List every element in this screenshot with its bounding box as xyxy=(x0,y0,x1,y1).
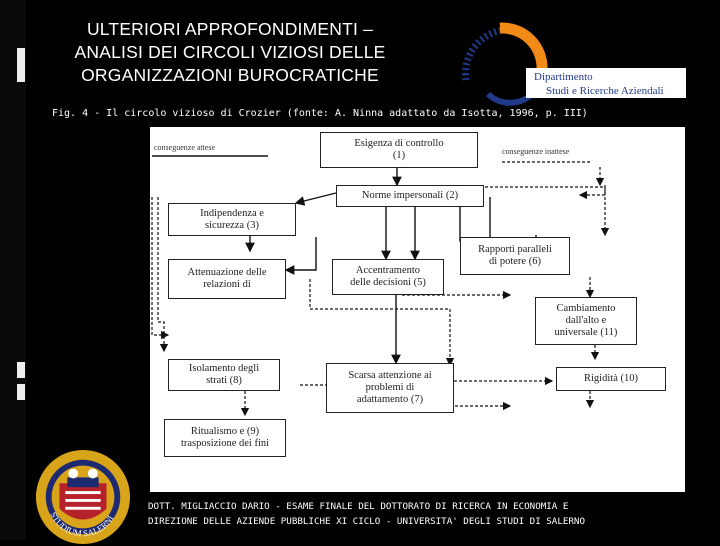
slide-title: ULTERIORI APPROFONDIMENTI – ANALISI DEI … xyxy=(50,18,410,87)
legend-expected: conseguenze attese xyxy=(154,143,216,152)
left-rail xyxy=(0,0,26,540)
box-rigidity: Rigidità (10) xyxy=(556,367,666,391)
box-text: adattamento (7) xyxy=(356,394,424,405)
box-text: problemi di xyxy=(365,382,415,393)
crozier-diagram: conseguenze attese conseguenze inattese … xyxy=(150,127,685,492)
box-text: Scarsa attenzione ai xyxy=(348,370,432,381)
title-line: ORGANIZZAZIONI BUROCRATICHE xyxy=(81,65,379,85)
box-text: Rapporti paralleli xyxy=(478,244,552,255)
box-control-need: Esigenza di controllo(1) xyxy=(320,132,478,168)
logo-line2: Studi e Ricerche Aziendali xyxy=(546,85,664,97)
box-text: trasposizione dei fini xyxy=(180,438,270,449)
rail-marker xyxy=(17,48,25,82)
legend-unexpected: conseguenze inattese xyxy=(502,147,570,156)
department-logo: Dipartimento Studi e Ricerche Aziendali xyxy=(462,22,686,106)
footer-line: DOTT. MIGLIACCIO DARIO - ESAME FINALE DE… xyxy=(148,501,569,512)
box-text: di potere (6) xyxy=(489,256,541,267)
rail-marker xyxy=(17,362,25,378)
box-text: Attenuazione delle xyxy=(187,267,267,278)
university-seal: STUDIUM SALERNI xyxy=(35,449,131,545)
box-impersonal-rules: Norme impersonali (2) xyxy=(336,185,484,207)
box-text: relazioni di xyxy=(203,279,251,290)
box-text: (1) xyxy=(392,150,406,161)
box-text: Isolamento degli xyxy=(188,363,260,374)
rail-marker xyxy=(17,384,25,400)
footer-line: DIREZIONE DELLE AZIENDE PUBBLICHE XI CIC… xyxy=(148,516,585,527)
box-text: Accentramento xyxy=(355,265,421,276)
figure-caption: Fig. 4 - Il circolo vizioso di Crozier (… xyxy=(52,108,588,119)
box-text: sicurezza (3) xyxy=(205,219,259,231)
box-ritualism: Ritualismo e (9)trasposizione dei fini xyxy=(164,419,286,457)
box-text: Ritualismo e (9) xyxy=(190,426,260,437)
box-text: universale (11) xyxy=(554,327,618,338)
box-text: Norme impersonali (2) xyxy=(361,190,459,201)
box-text: delle decisioni (5) xyxy=(350,277,426,288)
title-line: ANALISI DEI CIRCOLI VIZIOSI DELLE xyxy=(74,42,386,62)
box-text: strati (8) xyxy=(206,375,242,386)
box-text: Rigidità (10) xyxy=(584,373,638,384)
box-text: Esigenza di controllo xyxy=(354,138,444,149)
title-line: ULTERIORI APPROFONDIMENTI – xyxy=(86,19,374,39)
box-text: Cambiamento xyxy=(556,303,616,314)
slide-footer: DOTT. MIGLIACCIO DARIO - ESAME FINALE DE… xyxy=(148,499,585,529)
logo-line1: Dipartimento xyxy=(534,71,593,83)
box-text: Indipendenza e xyxy=(200,207,264,219)
box-text: dall'alto e xyxy=(565,315,607,326)
